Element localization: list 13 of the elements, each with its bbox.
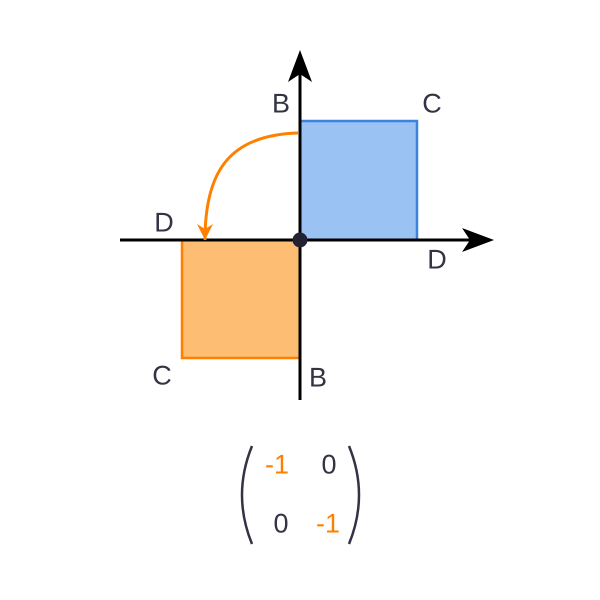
vertex-label: D (427, 246, 447, 274)
matrix-entry: 0 (321, 452, 337, 478)
matrix-entry: -1 (265, 452, 289, 478)
vertex-label: D (154, 210, 174, 236)
curved-arrow (198, 132, 298, 240)
vertex-label: C (152, 362, 172, 390)
matrix-entry: 0 (273, 510, 289, 538)
square (180, 238, 302, 360)
matrix-entry: -1 (316, 510, 340, 538)
square (298, 120, 418, 242)
vertex-label: C (422, 90, 442, 118)
vertex-label: B (272, 90, 290, 118)
vertex-label: B (309, 364, 327, 392)
